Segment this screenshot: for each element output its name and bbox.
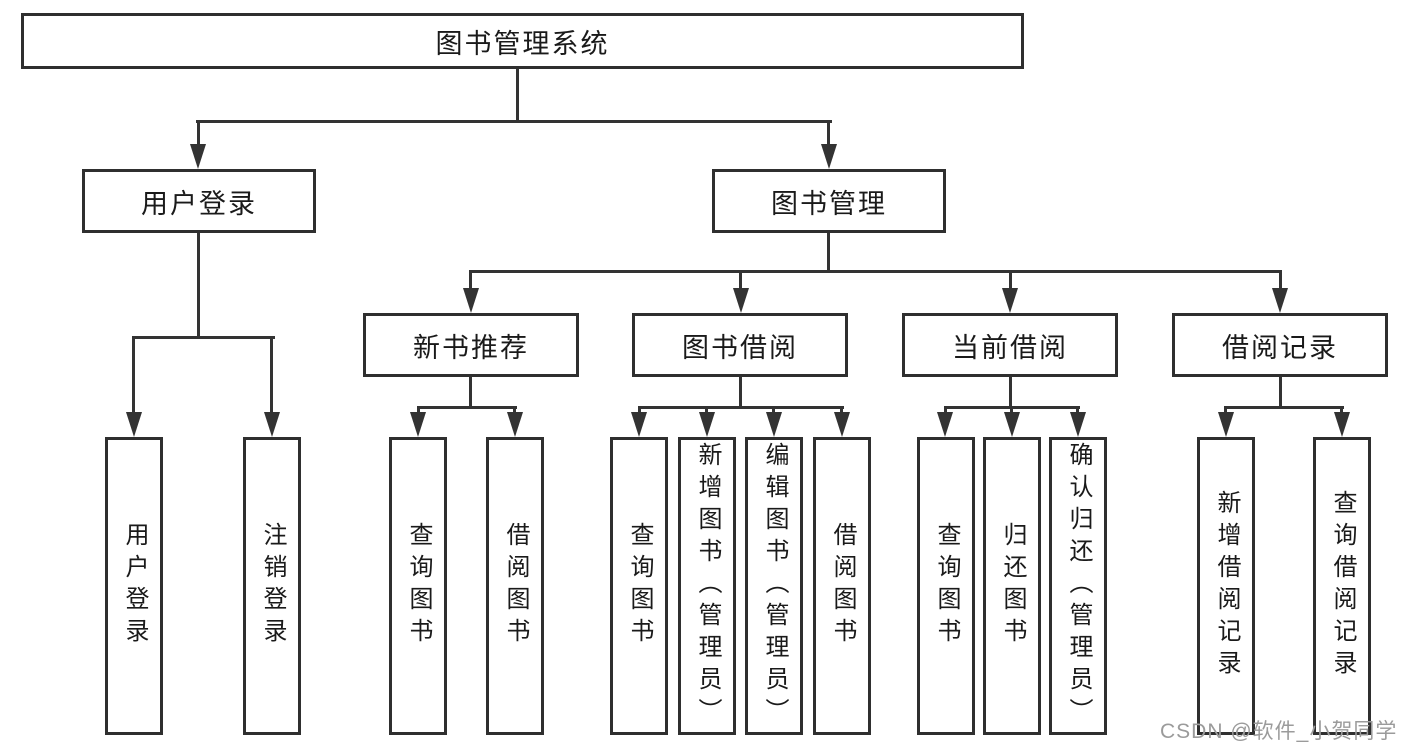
connector-line: [1009, 377, 1012, 409]
leaf-label: 查询图书: [626, 522, 653, 650]
connector-line: [469, 377, 472, 409]
arrowhead: [463, 288, 479, 313]
leaf-confirm-return-admin: 确认归还（管理员）: [1049, 437, 1107, 735]
connector-line: [827, 233, 830, 273]
connector-line: [739, 377, 742, 409]
node-label: 图书管理: [771, 188, 887, 219]
leaf-label: 借阅图书: [829, 522, 856, 650]
connector-line: [840, 406, 843, 415]
leaf-label: 注销登录: [259, 522, 286, 650]
arrowhead: [699, 412, 715, 437]
connector-line: [270, 336, 273, 416]
arrowhead: [733, 288, 749, 313]
leaf-borrow-books: 借阅图书: [813, 437, 871, 735]
leaf-return-books: 归还图书: [983, 437, 1041, 735]
connector-line: [197, 233, 200, 339]
leaf-logout: 注销登录: [243, 437, 301, 735]
connector-line: [417, 406, 420, 415]
leaf-label: 新增图书（管理员）: [694, 442, 721, 730]
arrowhead: [937, 412, 953, 437]
arrowhead: [1272, 288, 1288, 313]
arrowhead: [1070, 412, 1086, 437]
arrowhead: [190, 144, 206, 169]
arrowhead: [1002, 288, 1018, 313]
leaf-label: 查询图书: [933, 522, 960, 650]
leaf-query-books-recommend: 查询图书: [389, 437, 447, 735]
node-label: 图书借阅: [682, 332, 798, 363]
leaf-borrow-books-recommend: 借阅图书: [486, 437, 544, 735]
leaf-query-books-borrow: 查询图书: [610, 437, 668, 735]
connector-line: [739, 270, 742, 292]
node-label: 当前借阅: [952, 332, 1068, 363]
leaf-label: 新增借阅记录: [1213, 490, 1240, 682]
node-book-management: 图书管理: [712, 169, 946, 233]
connector-line: [944, 406, 947, 415]
connector-line: [1340, 406, 1343, 415]
connector-line: [1224, 406, 1227, 415]
node-library-management-system: 图书管理系统: [21, 13, 1024, 69]
leaf-user-login: 用户登录: [105, 437, 163, 735]
connector-line: [1225, 406, 1344, 409]
connector-line: [638, 406, 641, 415]
connector-line: [1279, 377, 1282, 409]
leaf-label: 借阅图书: [502, 522, 529, 650]
leaf-label: 查询图书: [405, 522, 432, 650]
arrowhead: [631, 412, 647, 437]
connector-line: [1076, 406, 1079, 415]
connector-line: [470, 270, 1281, 273]
leaf-label: 查询借阅记录: [1329, 490, 1356, 682]
csdn-watermark: CSDN @软件_小贺同学: [1160, 720, 1398, 743]
connector-line: [513, 406, 516, 415]
leaf-label: 编辑图书（管理员）: [761, 442, 788, 730]
arrowhead: [821, 144, 837, 169]
connector-line: [197, 120, 200, 148]
arrowhead: [126, 412, 142, 437]
connector-line: [516, 69, 519, 123]
arrowhead: [410, 412, 426, 437]
node-label: 新书推荐: [413, 332, 529, 363]
connector-line: [638, 406, 844, 409]
node-user-login: 用户登录: [82, 169, 316, 233]
connector-line: [1010, 406, 1013, 415]
node-book-borrow: 图书借阅: [632, 313, 848, 377]
connector-line: [196, 120, 832, 123]
connector-line: [132, 336, 275, 339]
arrowhead: [1218, 412, 1234, 437]
node-label: 图书管理系统: [435, 28, 610, 59]
connector-line: [705, 406, 708, 415]
arrowhead: [1334, 412, 1350, 437]
node-label: 用户登录: [141, 188, 257, 219]
arrowhead: [1004, 412, 1020, 437]
connector-line: [772, 406, 775, 415]
leaf-label: 用户登录: [121, 522, 148, 650]
node-label: 借阅记录: [1222, 332, 1338, 363]
connector-line: [1279, 270, 1282, 292]
node-new-book-recommend: 新书推荐: [363, 313, 579, 377]
leaf-query-borrow-record: 查询借阅记录: [1313, 437, 1371, 735]
leaf-add-book-admin: 新增图书（管理员）: [678, 437, 736, 735]
arrowhead: [264, 412, 280, 437]
leaf-edit-book-admin: 编辑图书（管理员）: [745, 437, 803, 735]
connector-line: [469, 270, 472, 292]
arrowhead: [507, 412, 523, 437]
leaf-add-borrow-record: 新增借阅记录: [1197, 437, 1255, 735]
connector-line: [417, 406, 517, 409]
leaf-query-books-current: 查询图书: [917, 437, 975, 735]
arrowhead: [766, 412, 782, 437]
leaf-label: 归还图书: [999, 522, 1026, 650]
node-current-borrow: 当前借阅: [902, 313, 1118, 377]
connector-line: [1009, 270, 1012, 292]
connector-line: [827, 120, 830, 148]
arrowhead: [834, 412, 850, 437]
connector-line: [132, 336, 135, 416]
node-borrow-records: 借阅记录: [1172, 313, 1388, 377]
leaf-label: 确认归还（管理员）: [1065, 442, 1092, 730]
